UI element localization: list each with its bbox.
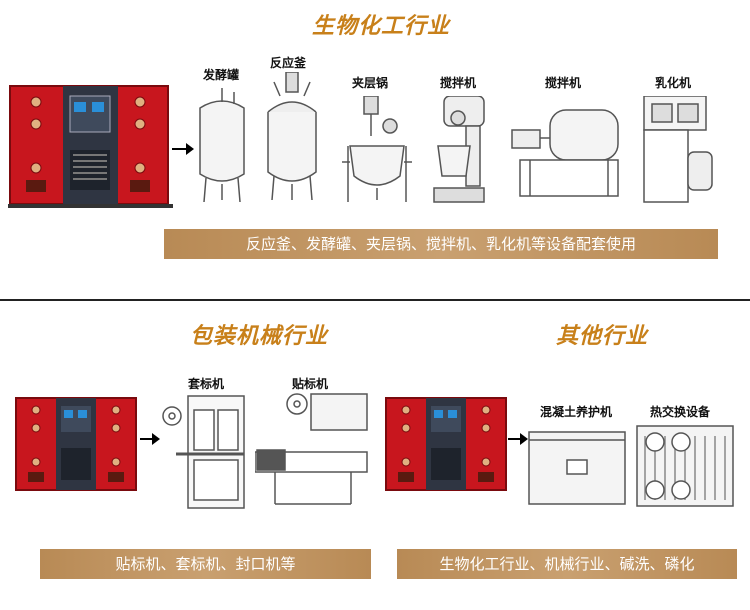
section-divider bbox=[0, 299, 750, 301]
caption-other: 生物化工行业、机械行业、碱洗、磷化 bbox=[397, 549, 737, 579]
concrete-curing-icon bbox=[527, 424, 627, 508]
heat-exchanger-icon bbox=[635, 424, 735, 508]
machine-label-jacketed-kettle: 夹层锅 bbox=[352, 76, 389, 90]
mixer-icon bbox=[430, 96, 488, 206]
boiler-icon bbox=[384, 394, 508, 494]
section-title-pack: 包装机械行业 bbox=[190, 324, 329, 349]
section-title-chem: 生物化工行业 bbox=[312, 14, 451, 39]
emulsifier-icon bbox=[640, 96, 716, 206]
machine-label-horizontal-mixer: 搅拌机 bbox=[545, 76, 582, 90]
boiler-icon bbox=[8, 80, 173, 210]
machine-label-labeler: 贴标机 bbox=[292, 377, 329, 391]
machine-label-fermenter: 发酵罐 bbox=[203, 68, 240, 82]
machine-label-concrete-curing: 混凝土养护机 bbox=[540, 405, 613, 419]
machine-label-heat-exchanger: 热交换设备 bbox=[650, 405, 711, 419]
machine-label-emulsifier: 乳化机 bbox=[655, 76, 692, 90]
section-title-other: 其他行业 bbox=[556, 324, 649, 349]
boiler-icon bbox=[14, 394, 138, 494]
sleeve-labeler-icon bbox=[160, 394, 250, 514]
arrow-right-icon bbox=[172, 142, 194, 156]
machine-label-sleeve-labeler: 套标机 bbox=[188, 377, 225, 391]
labeler-icon bbox=[255, 392, 371, 512]
machine-label-reactor: 反应釜 bbox=[270, 56, 307, 70]
machine-label-mixer: 搅拌机 bbox=[440, 76, 477, 90]
caption-pack: 贴标机、套标机、封口机等 bbox=[40, 549, 371, 579]
fermenter-icon bbox=[194, 88, 250, 208]
caption-chem: 反应釜、发酵罐、夹层锅、搅拌机、乳化机等设备配套使用 bbox=[164, 229, 718, 259]
arrow-right-icon bbox=[508, 432, 528, 446]
arrow-right-icon bbox=[140, 432, 160, 446]
horizontal-mixer-icon bbox=[510, 100, 622, 200]
reactor-icon bbox=[260, 72, 324, 206]
jacketed-kettle-icon bbox=[342, 96, 412, 206]
